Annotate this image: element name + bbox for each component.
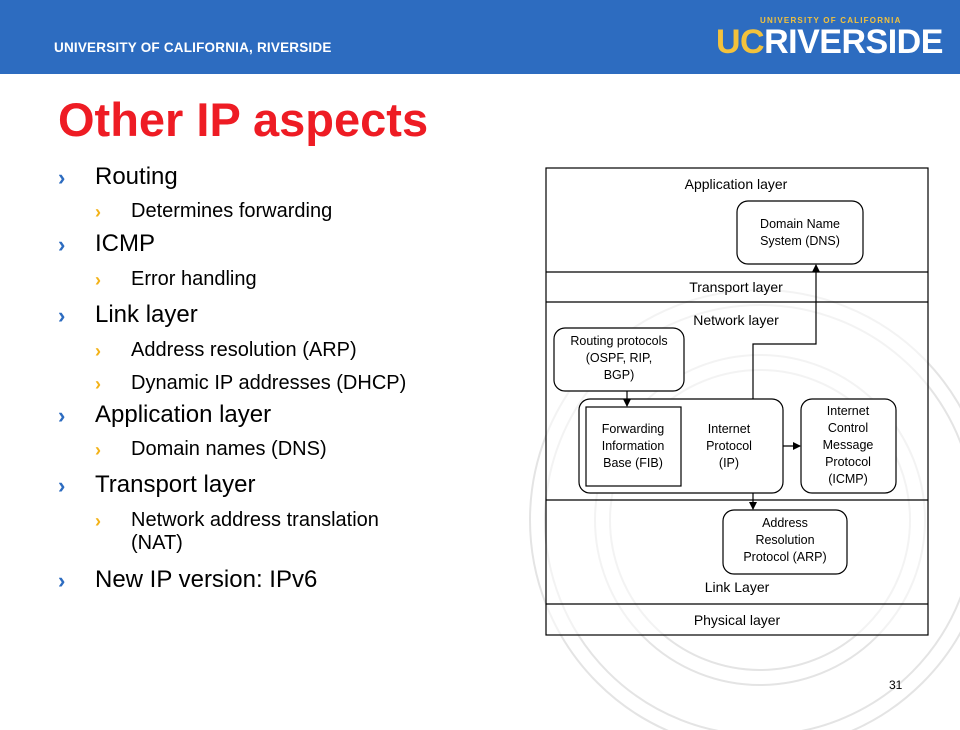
chevron-right-icon: › <box>58 303 66 328</box>
dns-line: Domain Name <box>760 217 840 231</box>
logo-riverside: RIVERSIDE <box>764 23 943 61</box>
layer-physical: Physical layer <box>694 612 781 628</box>
chevron-right-icon: › <box>58 568 66 593</box>
dns-box <box>736 200 864 265</box>
arp-line: Address <box>762 516 808 530</box>
chevron-right-icon: › <box>58 165 66 190</box>
chevron-right-icon: › <box>58 232 66 257</box>
ip-line: Protocol <box>706 439 752 453</box>
layer-network: Network layer <box>693 312 779 328</box>
dns-line: System (DNS) <box>760 234 840 248</box>
layer-link: Link Layer <box>705 579 770 595</box>
routing-line: BGP) <box>604 368 635 382</box>
layer-application: Application layer <box>685 176 788 192</box>
icmp-line: Message <box>823 438 874 452</box>
ip-line: Internet <box>708 422 751 436</box>
icmp-line: Control <box>828 421 868 435</box>
chevron-right-icon: › <box>95 341 101 361</box>
icmp-line: (ICMP) <box>828 472 868 486</box>
arp-line: Protocol (ARP) <box>743 550 826 564</box>
ip-to-dns-arrow <box>752 264 820 399</box>
routing-line: (OSPF, RIP, <box>586 351 652 365</box>
university-name: UNIVERSITY OF CALIFORNIA, RIVERSIDE <box>54 40 332 55</box>
logo-small-text: UNIVERSITY OF CALIFORNIA <box>760 16 902 25</box>
ucr-logo: UCRIVERSIDE <box>716 23 943 61</box>
chevron-right-icon: › <box>58 403 66 428</box>
arp-box <box>722 509 848 575</box>
icmp-box <box>800 398 897 494</box>
header-bar: UNIVERSITY OF CALIFORNIA, RIVERSIDE <box>0 0 960 74</box>
icmp-line: Internet <box>827 404 870 418</box>
chevron-right-icon: › <box>95 270 101 290</box>
arp-line: Resolution <box>755 533 814 547</box>
routing-protocols-box <box>553 327 685 392</box>
chevron-right-icon: › <box>95 511 101 531</box>
layer-transport: Transport layer <box>689 279 783 295</box>
icmp-line: Protocol <box>825 455 871 469</box>
fib-line: Forwarding <box>602 422 665 436</box>
fib-line: Information <box>602 439 665 453</box>
routing-line: Routing protocols <box>570 334 667 348</box>
fib-box <box>585 406 682 487</box>
chevron-right-icon: › <box>95 440 101 460</box>
chevron-right-icon: › <box>95 374 101 394</box>
slide-title: Other IP aspects <box>58 93 429 146</box>
logo-uc: UC <box>716 23 765 61</box>
ip-line: (IP) <box>719 456 739 470</box>
page-number: 31 <box>889 678 903 692</box>
fib-line: Base (FIB) <box>603 456 663 470</box>
chevron-right-icon: › <box>95 202 101 222</box>
chevron-right-icon: › <box>58 473 66 498</box>
